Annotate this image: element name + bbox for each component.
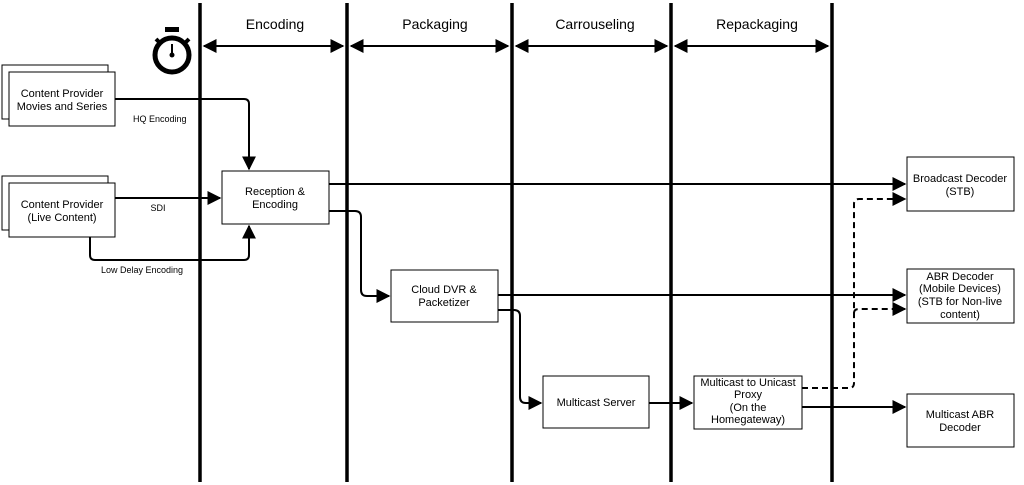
hq-encoding-label: HQ Encoding bbox=[133, 114, 187, 124]
node-label: (STB) bbox=[946, 186, 975, 198]
stopwatch-icon bbox=[152, 27, 192, 75]
node-label: Movies and Series bbox=[17, 101, 108, 113]
sdi-label: SDI bbox=[150, 203, 165, 213]
node-label: Content Provider bbox=[21, 88, 104, 100]
low-delay-connector bbox=[89, 224, 256, 261]
stage-label-repackaging: Repackaging bbox=[716, 16, 798, 32]
node-label: Multicast Server bbox=[557, 397, 636, 409]
multicast-abr-decoder-node: Multicast ABR Decoder bbox=[906, 393, 1015, 448]
node-label: (Mobile Devices) bbox=[919, 283, 1001, 295]
node-label: Broadcast Decoder bbox=[913, 173, 1007, 185]
stage-label-packaging: Packaging bbox=[402, 16, 467, 32]
multicast-server-node: Multicast Server bbox=[542, 375, 650, 429]
node-label: Decoder bbox=[939, 422, 981, 434]
stage-label-carrouseling: Carrouseling bbox=[555, 16, 634, 32]
node-label: (Live Content) bbox=[27, 212, 96, 224]
cloud-dvr-node: Cloud DVR & Packetizer bbox=[390, 269, 499, 323]
node-label: Cloud DVR & bbox=[411, 284, 477, 296]
node-label: Reception & bbox=[245, 186, 306, 198]
proxy-to-abr-dashed-connector bbox=[853, 302, 907, 316]
broadcast-decoder-node: Broadcast Decoder (STB) bbox=[906, 156, 1015, 212]
node-label: Multicast ABR bbox=[926, 409, 995, 421]
node-label: Proxy bbox=[734, 389, 763, 401]
node-label: (STB for Non-live bbox=[918, 296, 1002, 308]
low-delay-label: Low Delay Encoding bbox=[101, 265, 183, 275]
node-label: Packetizer bbox=[418, 297, 470, 309]
reception-to-dvr-connector bbox=[329, 210, 391, 303]
node-label: (On the bbox=[730, 402, 767, 414]
node-label: Content Provider bbox=[21, 199, 104, 211]
proxy-to-broadcast-dashed-connector bbox=[802, 192, 907, 389]
multicast-unicast-proxy-node: Multicast to Unicast Proxy (On the Homeg… bbox=[693, 375, 803, 430]
dvr-to-multicast-connector bbox=[498, 309, 543, 410]
node-label: Multicast to Unicast bbox=[700, 377, 795, 389]
reception-encoding-node: Reception & Encoding bbox=[221, 170, 330, 225]
node-label: content) bbox=[940, 309, 980, 321]
abr-decoder-node: ABR Decoder (Mobile Devices) (STB for No… bbox=[906, 268, 1015, 324]
node-label: Homegateway) bbox=[711, 414, 785, 426]
content-provider-movies-node: Content Provider Movies and Series bbox=[1, 64, 116, 127]
hq-encoding-connector bbox=[115, 98, 256, 171]
node-label: ABR Decoder bbox=[926, 271, 994, 283]
node-label: Encoding bbox=[252, 199, 298, 211]
stage-label-encoding: Encoding bbox=[246, 16, 304, 32]
content-provider-live-node: Content Provider (Live Content) bbox=[1, 175, 116, 238]
